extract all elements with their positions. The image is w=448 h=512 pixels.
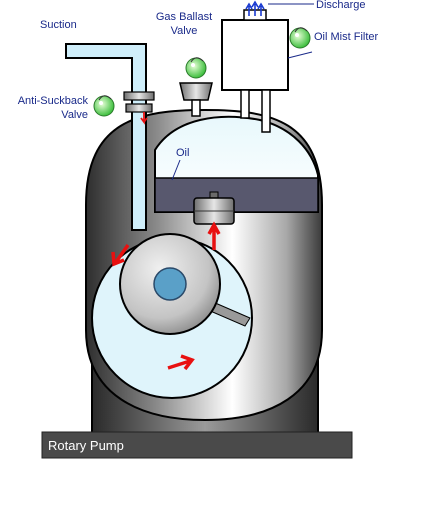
label-anti-suckback-line1: Anti-Suckback: [18, 95, 89, 107]
label-gas-ballast-line2: Valve: [171, 25, 198, 37]
anti-suckback-valve-lower: [125, 103, 153, 113]
flow-arrow-up-icon: [207, 221, 221, 250]
gas-ballast-stem: [191, 99, 201, 117]
label-gas-ballast-line1: Gas Ballast: [156, 11, 212, 23]
filter-pipe-left: [240, 89, 250, 119]
label-suction: Suction: [40, 19, 77, 31]
flow-arrow-inlet-icon: [111, 243, 130, 267]
discharge-arrow-icon: [245, 0, 265, 16]
suction-pipe: [65, 43, 147, 231]
oil-mist-filter-box: [221, 19, 289, 91]
info-bulb-icon[interactable]: [185, 57, 207, 79]
label-discharge: Discharge: [316, 0, 366, 11]
label-oil: Oil: [176, 147, 189, 159]
oil-mist-filter-leader: [287, 51, 313, 59]
label-anti-suckback-line2: Valve: [61, 109, 88, 121]
oil-layer: [154, 177, 319, 213]
gas-ballast-valve: [179, 82, 213, 101]
info-bulb-icon[interactable]: [93, 95, 115, 117]
anti-suckback-valve: [123, 91, 155, 101]
label-oil-mist-filter: Oil Mist Filter: [314, 31, 379, 43]
info-bulb-icon[interactable]: [289, 27, 311, 49]
filter-pipe-right: [261, 89, 271, 133]
oil-leader: [171, 159, 181, 181]
suction-flow-arrow-icon: [140, 112, 148, 125]
caption-text: Rotary Pump: [48, 438, 124, 453]
rotor-shaft: [153, 267, 187, 301]
caption-bar: [41, 431, 353, 459]
flow-arrow-bottom-icon: [167, 354, 195, 371]
